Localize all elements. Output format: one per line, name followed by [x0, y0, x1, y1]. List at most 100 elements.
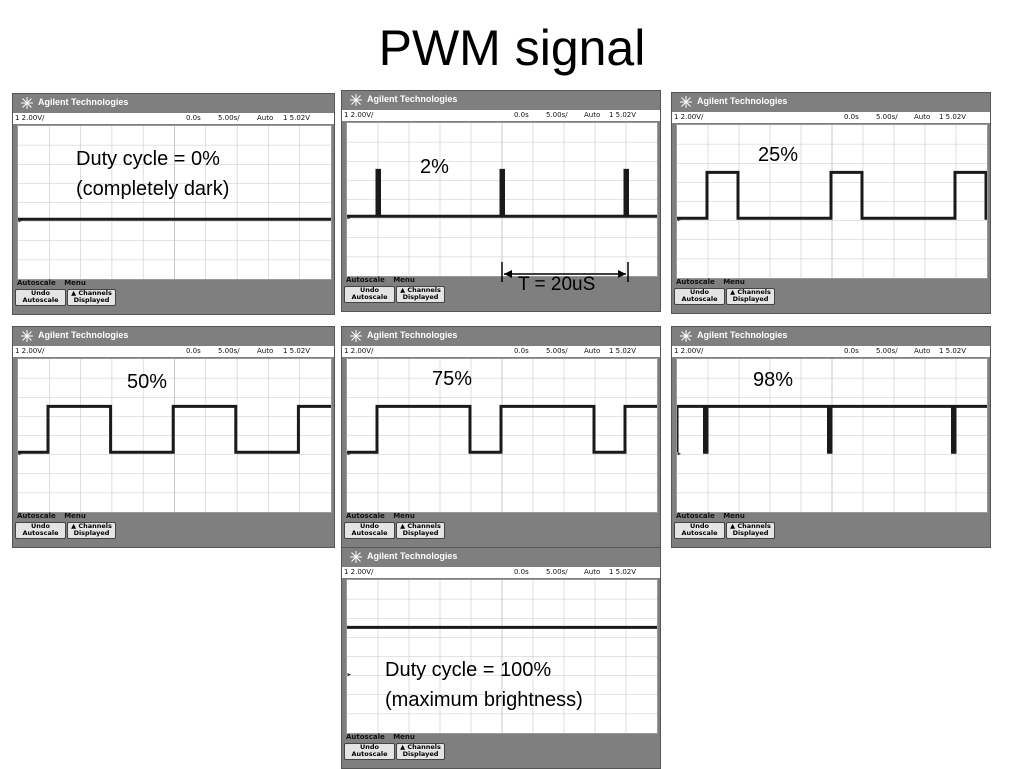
scope-status-bar: 1 2.00V/ 0.0s 5.00s/ Auto 1 5.02V [672, 346, 990, 357]
oscilloscope-duty-2: Agilent Technologies 1 2.00V/ 0.0s 5.00s… [341, 90, 661, 312]
softkey-menu-labels: Autoscale Menu [346, 512, 421, 520]
time-scale: 5.00s/ [876, 347, 898, 355]
menu-label: Menu [393, 733, 415, 741]
channels-line1: ▲ Channels [400, 522, 441, 530]
channels-line1: ▲ Channels [400, 743, 441, 751]
autoscale-menu-label: Autoscale [346, 276, 385, 284]
ground-marker-icon: ▸ [678, 450, 682, 457]
undo-autoscale-button[interactable]: Undo Autoscale [344, 522, 395, 539]
undo-autoscale-button[interactable]: Undo Autoscale [674, 288, 725, 305]
channel-scale: 1 2.00V/ [15, 114, 45, 122]
scope-header: Agilent Technologies [342, 91, 660, 109]
oscilloscope-duty-75: Agilent Technologies 1 2.00V/ 0.0s 5.00s… [341, 326, 661, 548]
channels-displayed-button[interactable]: ▲ Channels Displayed [396, 522, 445, 539]
channels-displayed-button[interactable]: ▲ Channels Displayed [396, 286, 445, 303]
menu-label: Menu [723, 278, 745, 286]
channels-displayed-button[interactable]: ▲ Channels Displayed [396, 743, 445, 760]
agilent-logo-icon [350, 551, 362, 563]
softkey-menu-labels: Autoscale Menu [676, 512, 751, 520]
scope-header: Agilent Technologies [13, 327, 334, 345]
scope-status-bar: 1 2.00V/ 0.0s 5.00s/ Auto 1 5.02V [672, 112, 990, 123]
oscilloscope-duty-50: Agilent Technologies 1 2.00V/ 0.0s 5.00s… [12, 326, 335, 548]
undo-line2: Autoscale [681, 529, 718, 537]
undo-line2: Autoscale [351, 293, 388, 301]
ground-marker-icon: ▸ [678, 216, 682, 223]
time-offset: 0.0s [514, 347, 529, 355]
waveform-display: ▸ [347, 580, 657, 733]
time-scale: 5.00s/ [218, 114, 240, 122]
undo-line2: Autoscale [351, 529, 388, 537]
brand-label: Agilent Technologies [367, 330, 458, 340]
autoscale-menu-label: Autoscale [346, 512, 385, 520]
channel-scale: 1 2.00V/ [15, 347, 45, 355]
undo-line1: Undo [30, 522, 51, 530]
scope-header: Agilent Technologies [342, 327, 660, 345]
trigger-level: 1 5.02V [609, 347, 637, 355]
agilent-logo-icon [350, 330, 362, 342]
waveform-display: ▸ [347, 359, 657, 512]
channel-scale: 1 2.00V/ [674, 347, 704, 355]
undo-autoscale-button[interactable]: Undo Autoscale [674, 522, 725, 539]
trigger-level: 1 5.02V [609, 111, 637, 119]
scope-screen: ▸ [346, 579, 658, 734]
ground-marker-icon: ▸ [348, 214, 352, 221]
menu-label: Menu [393, 276, 415, 284]
trigger-level: 1 5.02V [939, 113, 967, 121]
label-duty-0-line2: (completely dark) [76, 178, 230, 200]
undo-autoscale-button[interactable]: Undo Autoscale [15, 289, 66, 306]
softkey-menu-labels: Autoscale Menu [346, 276, 421, 284]
undo-line1: Undo [359, 522, 380, 530]
softkey-menu-labels: Autoscale Menu [17, 279, 92, 287]
channels-line1: ▲ Channels [730, 288, 771, 296]
trigger-level: 1 5.02V [609, 568, 637, 576]
period-arrow [501, 262, 629, 282]
undo-line1: Undo [30, 289, 51, 297]
scope-header: Agilent Technologies [672, 93, 990, 111]
scope-screen: ▸ [346, 358, 658, 513]
channels-line1: ▲ Channels [71, 522, 112, 530]
undo-line1: Undo [359, 286, 380, 294]
scope-status-bar: 1 2.00V/ 0.0s 5.00s/ Auto 1 5.02V [13, 346, 334, 357]
brand-label: Agilent Technologies [38, 97, 129, 107]
trigger-mode: Auto [257, 347, 274, 355]
undo-autoscale-button[interactable]: Undo Autoscale [344, 743, 395, 760]
autoscale-menu-label: Autoscale [17, 512, 56, 520]
oscilloscope-duty-25: Agilent Technologies 1 2.00V/ 0.0s 5.00s… [671, 92, 991, 314]
channel-scale: 1 2.00V/ [344, 568, 374, 576]
channels-line2: Displayed [402, 293, 439, 301]
undo-line1: Undo [359, 743, 380, 751]
time-scale: 5.00s/ [546, 111, 568, 119]
undo-line1: Undo [689, 288, 710, 296]
trigger-mode: Auto [584, 111, 601, 119]
label-duty-75: 75% [432, 368, 473, 390]
autoscale-menu-label: Autoscale [17, 279, 56, 287]
undo-line1: Undo [689, 522, 710, 530]
scope-header: Agilent Technologies [13, 94, 334, 112]
channels-line2: Displayed [732, 529, 769, 537]
channels-displayed-button[interactable]: ▲ Channels Displayed [726, 288, 775, 305]
channels-line2: Displayed [732, 295, 769, 303]
autoscale-menu-label: Autoscale [676, 278, 715, 286]
time-scale: 5.00s/ [546, 347, 568, 355]
time-offset: 0.0s [186, 114, 201, 122]
menu-label: Menu [393, 512, 415, 520]
undo-line2: Autoscale [22, 529, 59, 537]
ground-marker-icon: ▸ [19, 217, 23, 224]
undo-line2: Autoscale [351, 750, 388, 758]
scope-screen: ▸ [17, 358, 332, 513]
undo-autoscale-button[interactable]: Undo Autoscale [344, 286, 395, 303]
label-duty-100-line2: (maximum brightness) [385, 689, 583, 711]
undo-autoscale-button[interactable]: Undo Autoscale [15, 522, 66, 539]
trigger-level: 1 5.02V [283, 114, 311, 122]
waveform-display: ▸ [677, 125, 987, 278]
channels-displayed-button[interactable]: ▲ Channels Displayed [726, 522, 775, 539]
brand-label: Agilent Technologies [697, 96, 788, 106]
channels-line2: Displayed [402, 529, 439, 537]
channels-displayed-button[interactable]: ▲ Channels Displayed [67, 522, 116, 539]
scope-screen: ▸ [17, 125, 332, 280]
label-duty-2: 2% [420, 156, 449, 178]
agilent-logo-icon [21, 97, 33, 109]
brand-label: Agilent Technologies [367, 551, 458, 561]
channels-displayed-button[interactable]: ▲ Channels Displayed [67, 289, 116, 306]
scope-header: Agilent Technologies [672, 327, 990, 345]
